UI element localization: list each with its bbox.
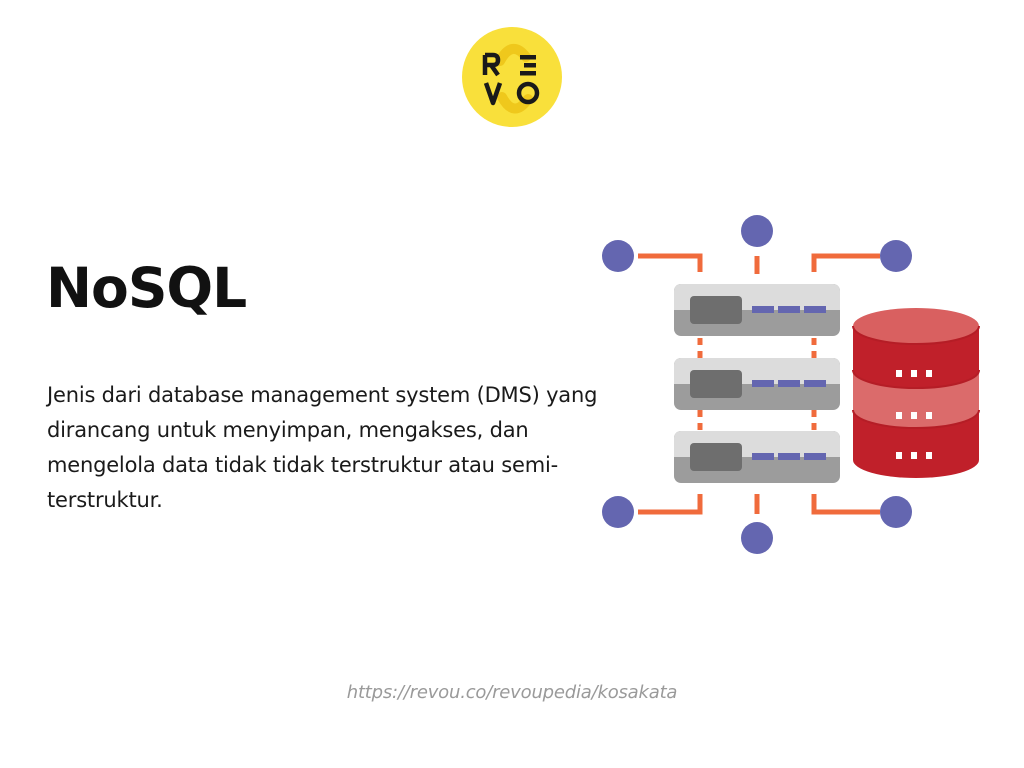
- source-url: https://revou.co/revoupedia/kosakata: [346, 682, 678, 703]
- nosql-illustration: [596, 210, 986, 560]
- definition-text: Jenis dari database management system (D…: [47, 383, 598, 512]
- page-title: NoSQL: [46, 256, 247, 320]
- nosql-database-network-icon: [602, 215, 980, 554]
- revo-logo-icon: [462, 27, 562, 127]
- revo-logo: [462, 27, 562, 127]
